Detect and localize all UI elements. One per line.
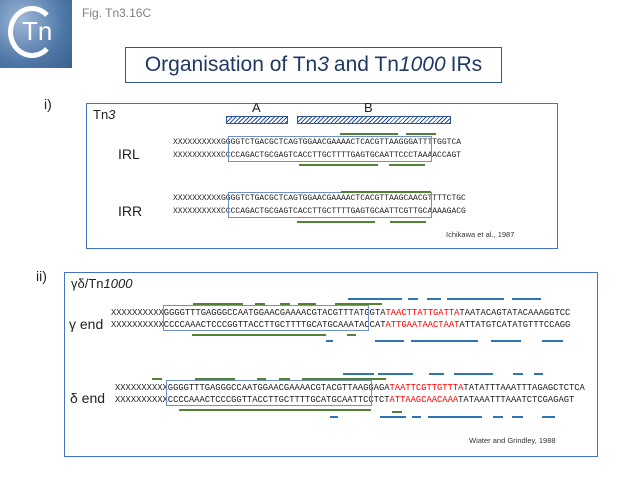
title-part: 3 [317,53,329,76]
delta-bottom-strand: XXXXXXXXXXCCCCAAACTCCCGGTTACCTTGCTTTTGCA… [115,395,575,405]
green-repeat-bar [255,303,265,305]
blue-repeat-bar [330,416,338,418]
logo-text: Tn [22,16,53,46]
blue-repeat-bar [380,416,406,418]
delta-top-strand: XXXXXXXXXXGGGGTTTGAGGGCCAATGGAACGAAAACGT… [115,383,585,393]
green-repeat-bar [390,221,426,223]
panel-i-marker: i) [44,96,52,112]
gamma-bottom-strand: XXXXXXXXXXCCCCAAACTCCCGGTTACCTTGCTTTTGCA… [111,320,571,330]
delta-box [166,380,372,406]
tn-logo: Tn [0,0,72,68]
blue-repeat-bar [429,373,444,375]
title-part: 1000 [398,53,446,76]
irr-bottom-strand: XXXXXXXXXXCCCCAGACTGCGAGTCACCTTGCTTTTGAG… [173,207,466,216]
blue-repeat-bar [411,340,478,342]
green-repeat-bar [302,378,386,380]
panel-ii-marker: ii) [36,268,47,284]
green-repeat-bar [341,191,431,193]
green-repeat-bar [195,378,235,380]
region-a-label: A [252,100,261,115]
blue-repeat-bar [491,340,521,342]
panel-i-frame [86,103,558,249]
irl-label: IRL [118,146,140,162]
title-part: Organisation of Tn [144,53,318,76]
gamma-top-strand: XXXXXXXXXXGGGGTTTGAGGGCCAATGGAACGAAAACGT… [111,308,571,318]
delta-end-label: δ end [70,390,106,406]
blue-repeat-bar [534,373,543,375]
green-repeat-bar [152,378,162,380]
region-a-bar [226,116,288,124]
green-repeat-bar [193,303,243,305]
panel-i-title: Tn3 [93,107,116,122]
blue-repeat-bar [493,416,503,418]
citation-wiater: Wiater and Grindley, 1988 [469,436,556,445]
title-part: and Tn [333,53,399,76]
region-b-bar [297,116,451,124]
green-repeat-bar [297,221,375,223]
green-repeat-bar [389,164,425,166]
irl-bottom-strand: XXXXXXXXXXCCCCAGACTGCGAGTCACCTTGCTTTTGAG… [173,151,462,160]
green-repeat-bar [299,164,378,166]
blue-repeat-bar [454,373,493,375]
blue-repeat-bar [447,298,504,300]
blue-repeat-bar [378,373,413,375]
green-repeat-bar [347,334,356,336]
irr-top-strand: XXXXXXXXXXGGGGTCTGACGCTCAGTGGAACGAAAACTC… [173,194,466,203]
figure-label: Fig. Tn3.16C [82,6,152,20]
green-repeat-bar [179,409,371,411]
blue-repeat-bar [542,416,555,418]
citation-ichikawa: Ichikawa et al., 1987 [446,230,515,239]
blue-repeat-bar [375,340,404,342]
irl-top-strand: XXXXXXXXXXGGGGTCTGACGCTCAGTGGAACGAAAACTC… [173,138,462,147]
green-repeat-bar [340,133,398,135]
region-b-label: B [364,100,373,115]
green-repeat-bar [279,378,290,380]
green-repeat-bar [392,411,402,413]
irr-box [228,192,432,218]
blue-repeat-bar [412,416,421,418]
blue-repeat-bar [408,298,418,300]
gamma-end-label: γ end [69,316,104,332]
irl-box [228,136,432,162]
blue-repeat-bar [542,340,563,342]
logo-ring [8,6,56,58]
blue-repeat-bar [427,298,441,300]
title-part: IRs [450,53,483,76]
blue-repeat-bar [512,298,541,300]
blue-repeat-bar [343,373,374,375]
green-repeat-bar [192,334,326,336]
blue-repeat-bar [348,298,402,300]
green-repeat-bar [280,303,290,305]
panel-ii-title: γδ/Tn1000 [71,276,133,291]
green-repeat-bar [298,303,316,305]
irr-label: IRR [118,203,143,219]
blue-repeat-bar [326,340,333,342]
green-repeat-bar [406,133,436,135]
blue-repeat-bar [513,373,523,375]
blue-repeat-bar [512,416,523,418]
blue-repeat-bar [428,416,482,418]
panel-ii-frame [64,272,598,457]
green-repeat-bar [335,303,382,305]
green-repeat-bar [257,378,266,380]
gamma-box [163,305,369,331]
